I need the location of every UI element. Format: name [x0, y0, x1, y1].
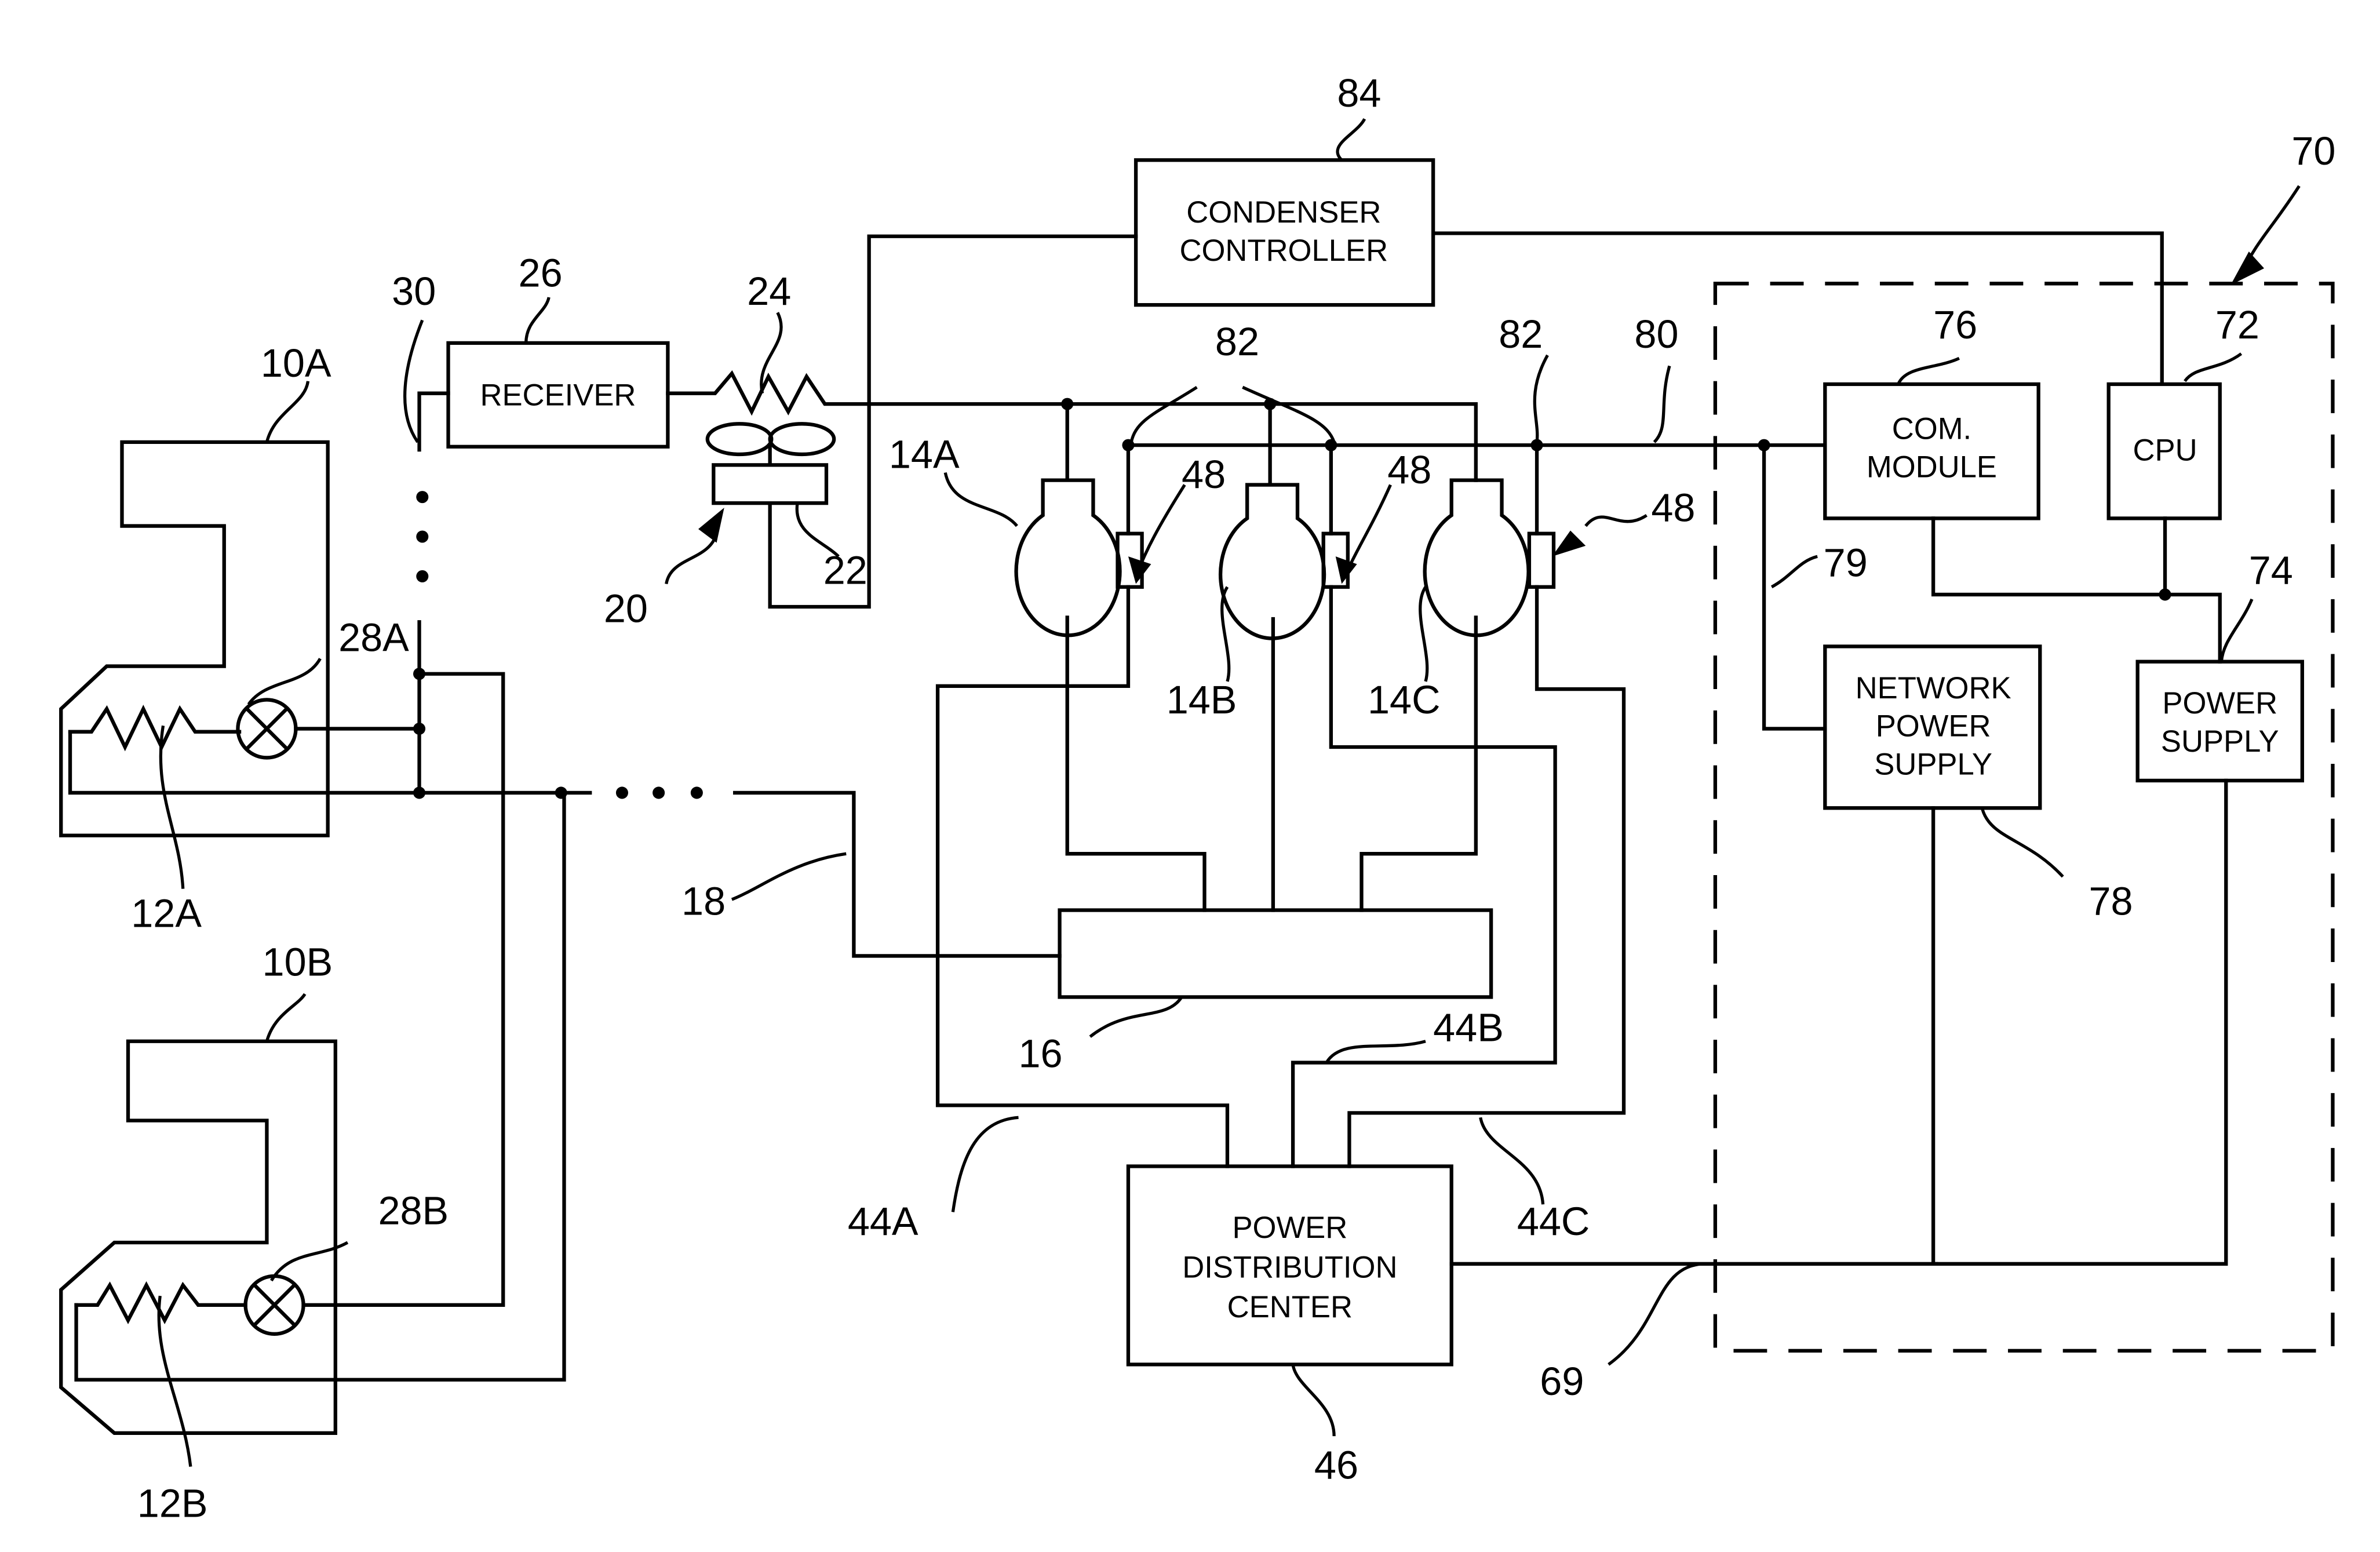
ref-12a: 12A	[131, 891, 202, 935]
ref-16: 16	[1019, 1032, 1063, 1076]
nps-line-3: SUPPLY	[1874, 747, 1992, 781]
ps-line-1: POWER	[2162, 686, 2277, 720]
ref-84: 84	[1337, 71, 1381, 115]
ref-24: 24	[747, 269, 791, 314]
liquid-line-30	[413, 391, 1062, 958]
sensor-48b	[1321, 531, 1350, 589]
ref-14c: 14C	[1368, 678, 1440, 722]
evaporator-coil-12b	[74, 1281, 247, 1324]
ref-20: 20	[604, 586, 648, 631]
header-lines	[1061, 398, 1827, 482]
ref-80: 80	[1634, 312, 1678, 356]
receiver-box: RECEIVER	[446, 341, 670, 449]
power-supply-box	[2135, 660, 2304, 783]
pdc-line-2: DISTRIBUTION	[1182, 1250, 1397, 1284]
ref-14b: 14B	[1167, 678, 1237, 722]
ref-10a: 10A	[261, 341, 331, 385]
ref-12b: 12B	[137, 1481, 208, 1525]
pdc-line-3: CENTER	[1227, 1290, 1353, 1324]
evaporator-coil-12a	[68, 704, 242, 752]
ref-28a: 28A	[338, 615, 409, 660]
compressor-14b	[1219, 402, 1557, 1168]
condenser-controller-line-2: CONTROLLER	[1180, 234, 1388, 268]
cpu-label: CPU	[2133, 433, 2197, 467]
display-case-10b	[59, 672, 566, 1435]
ref-44c: 44C	[1517, 1200, 1590, 1244]
compressor-14a	[935, 402, 1230, 1168]
arrow-70-icon	[2230, 252, 2265, 285]
sensor-48c	[1527, 531, 1556, 589]
ref-44a: 44A	[848, 1200, 919, 1244]
com-module-line-1: COM.	[1892, 412, 1971, 446]
ref-14a: 14A	[889, 433, 960, 477]
nps-line-1: NETWORK	[1856, 671, 2011, 705]
fan-icon	[705, 422, 836, 467]
ref-82-left: 82	[1215, 320, 1259, 364]
ref-18: 18	[681, 879, 726, 923]
com-module-line-2: MODULE	[1867, 450, 1997, 484]
pdc-line-1: POWER	[1232, 1211, 1347, 1245]
expansion-valve-28a-icon	[236, 698, 298, 760]
arrow-48c-icon	[1552, 530, 1586, 557]
ref-74: 74	[2249, 549, 2293, 593]
expansion-valve-28b-icon	[243, 1274, 305, 1336]
fan-motor-22	[712, 463, 829, 505]
ref-44b: 44B	[1433, 1006, 1504, 1050]
power-distribution-center-box: POWER DISTRIBUTION CENTER	[1126, 1164, 1938, 1367]
arrow-48a-icon	[1128, 556, 1151, 584]
ref-46: 46	[1314, 1444, 1358, 1488]
ref-10b: 10B	[263, 941, 333, 985]
receiver-label: RECEIVER	[480, 378, 636, 413]
arrow-48b-icon	[1335, 556, 1357, 584]
ps-line-2: SUPPLY	[2161, 724, 2279, 759]
control-unit-70: COM. MODULE CPU NETWORK POWER SUPPLY POW…	[1713, 282, 2335, 1353]
ref-82-right: 82	[1499, 312, 1543, 356]
compressor-14c	[1347, 443, 1626, 1168]
ref-48b: 48	[1387, 448, 1431, 492]
suction-manifold-16	[1058, 908, 1493, 999]
nps-line-2: POWER	[1876, 709, 1991, 744]
condenser-20	[666, 234, 1138, 609]
ref-70: 70	[2291, 129, 2335, 173]
reference-numerals: 10A 10B 12A 12B 28A 28B 30 26 24 20 22 8…	[131, 71, 2335, 1525]
ref-72: 72	[2215, 303, 2259, 347]
arrow-20-icon	[698, 508, 724, 543]
ref-48a: 48	[1182, 453, 1226, 497]
condenser-controller-line-1: CONDENSER	[1186, 195, 1381, 229]
ref-76: 76	[1933, 303, 1977, 347]
condenser-controller-box: CONDENSER CONTROLLER	[1133, 158, 2164, 383]
ref-30: 30	[392, 269, 436, 314]
ref-78: 78	[2089, 879, 2133, 923]
ref-26: 26	[519, 252, 563, 296]
leader-lines	[157, 118, 2301, 1467]
ref-28b: 28B	[378, 1189, 449, 1233]
ref-79: 79	[1824, 541, 1868, 585]
ref-69: 69	[1540, 1360, 1584, 1404]
ref-22: 22	[823, 549, 868, 593]
display-case-10a	[59, 440, 421, 837]
condenser-coil-24	[666, 370, 1069, 416]
ref-48c: 48	[1651, 486, 1695, 530]
